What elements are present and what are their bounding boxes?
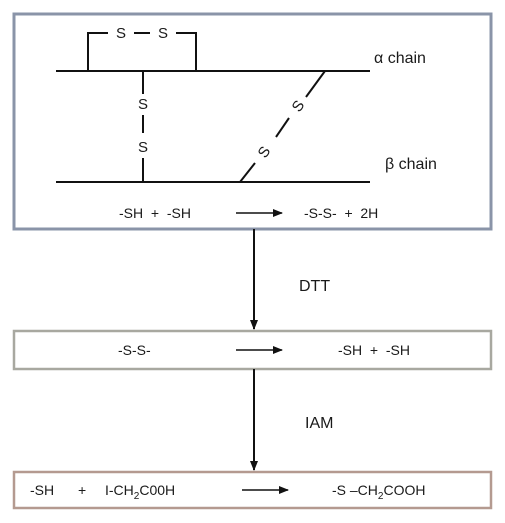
bottom-reagent: I-CH2C00H xyxy=(105,482,175,502)
intrachain-bridge xyxy=(87,32,197,71)
top-reaction-right: -S-S- + 2H xyxy=(304,205,378,221)
bridge-s1: S xyxy=(116,25,126,42)
reagent-suffix: C00H xyxy=(139,482,175,498)
bridge-s2: S xyxy=(158,25,168,42)
product-subscript: 2 xyxy=(378,491,384,502)
diagonal-bond-top xyxy=(305,70,326,98)
reagent-subscript: 2 xyxy=(134,491,140,502)
vertical-s1: S xyxy=(138,96,148,113)
vertical-s2: S xyxy=(138,139,148,156)
mid-reaction-right: -SH + -SH xyxy=(338,342,410,358)
reagent-prefix: I-CH xyxy=(105,482,134,498)
beta-chain-label: β chain xyxy=(385,156,437,173)
bottom-left-sh: -SH xyxy=(30,482,54,498)
bottom-product: -S –CH2COOH xyxy=(332,482,425,502)
iam-label: IAM xyxy=(305,415,333,432)
bottom-plus: + xyxy=(78,482,86,498)
top-box xyxy=(12,12,493,231)
alpha-chain-label: α chain xyxy=(374,50,426,67)
diagonal-bond-bottom xyxy=(239,162,256,183)
dtt-label: DTT xyxy=(299,278,330,295)
product-prefix: -S –CH xyxy=(332,482,378,498)
top-reaction-left: -SH + -SH xyxy=(119,205,191,221)
mid-reaction-left: -S-S- xyxy=(118,342,151,358)
product-suffix: COOH xyxy=(383,482,425,498)
diagonal-bond-mid xyxy=(275,117,290,138)
